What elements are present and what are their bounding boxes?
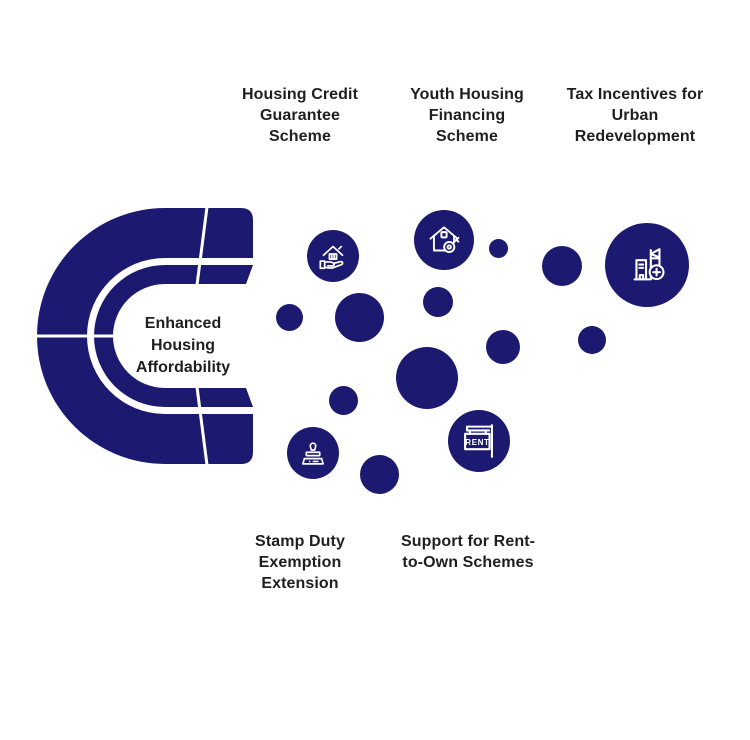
magnet-label: Enhanced Housing Affordability xyxy=(135,315,231,376)
scheme-label-tax-incentives: Tax Incentives for Urban Redevelopment xyxy=(566,86,704,145)
building-plus-icon xyxy=(633,248,665,281)
house-in-hand-icon xyxy=(319,245,344,270)
decor-dot xyxy=(542,246,582,286)
house-key-icon xyxy=(429,226,460,254)
magnet-graphic xyxy=(35,206,253,466)
decor-dot xyxy=(335,293,384,342)
housing-credit-icon-circle xyxy=(307,230,359,282)
decor-dot xyxy=(396,347,458,409)
magnet-segment-divider-top xyxy=(195,206,209,286)
scheme-label-housing-credit: Housing Credit Guarantee Scheme xyxy=(241,86,359,145)
decor-dot xyxy=(486,330,520,364)
decor-dot xyxy=(329,386,358,415)
rent-sign-text: RENT xyxy=(465,438,489,447)
decor-dot xyxy=(578,326,606,354)
rent-sign-icon: RENT xyxy=(464,424,493,458)
scheme-label-youth-housing: Youth Housing Financing Scheme xyxy=(410,86,524,145)
magnet-inner-band xyxy=(94,265,253,407)
decor-dot xyxy=(276,304,303,331)
decor-dot xyxy=(489,239,508,258)
decor-dot xyxy=(423,287,453,317)
magnet-outer-band xyxy=(37,208,253,464)
magnet-segment-divider-bottom xyxy=(195,386,209,466)
scheme-label-stamp-duty: Stamp Duty Exemption Extension xyxy=(255,533,345,592)
rent-to-own-icon-circle: RENT xyxy=(448,410,510,472)
stamp-duty-icon-circle xyxy=(287,427,339,479)
youth-housing-icon-circle xyxy=(414,210,474,270)
tax-incentives-icon-circle xyxy=(605,223,689,307)
stamp-icon xyxy=(302,442,324,465)
scheme-label-rent-to-own: Support for Rent- to-Own Schemes xyxy=(400,533,536,571)
decor-dot xyxy=(360,455,399,494)
